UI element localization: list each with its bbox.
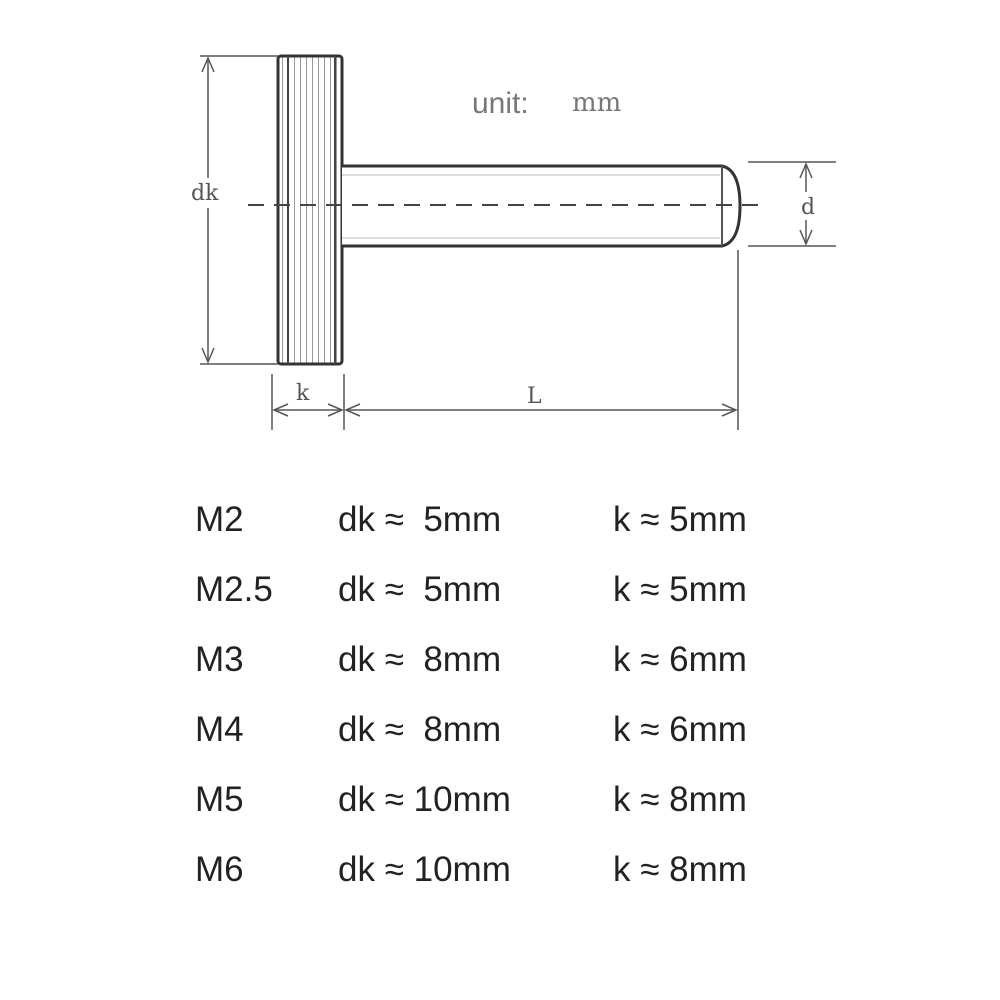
d-dimension: d [748, 161, 836, 247]
spec-k: k ≈ 5mm [613, 500, 747, 539]
spec-size: M5 [195, 780, 244, 819]
spec-size: M6 [195, 850, 244, 889]
spec-dk: dk ≈ 10mm [338, 850, 511, 889]
k-dimension: k [271, 374, 345, 430]
thumb-screw-diagram: unit: mm dk d [188, 54, 836, 430]
spec-k: k ≈ 8mm [613, 850, 747, 889]
spec-row: M6 dk ≈ 10mm k ≈ 8mm [195, 835, 815, 905]
spec-dk: dk ≈ 8mm [338, 710, 502, 749]
spec-k: k ≈ 5mm [613, 570, 747, 609]
spec-table: M2 dk ≈ 5mm k ≈ 5mm M2.5 dk ≈ 5mm k ≈ 5m… [195, 485, 815, 905]
svg-text:k: k [296, 381, 310, 406]
svg-text:d: d [801, 195, 815, 220]
spec-size: M4 [195, 710, 244, 749]
spec-row: M2 dk ≈ 5mm k ≈ 5mm [195, 485, 815, 555]
svg-text:unit:: unit: [472, 87, 529, 120]
spec-size: M2.5 [195, 570, 273, 609]
spec-row: M2.5 dk ≈ 5mm k ≈ 5mm [195, 555, 815, 625]
spec-size: M3 [195, 640, 244, 679]
spec-dk: dk ≈ 5mm [338, 500, 502, 539]
dk-dimension: dk [188, 55, 278, 365]
unit-label: unit: mm [472, 87, 621, 120]
spec-k: k ≈ 8mm [613, 780, 747, 819]
spec-dk: dk ≈ 8mm [338, 640, 502, 679]
svg-text:mm: mm [572, 88, 621, 118]
spec-dk: dk ≈ 10mm [338, 780, 511, 819]
L-dimension: L [344, 250, 739, 430]
spec-k: k ≈ 6mm [613, 710, 747, 749]
svg-text:dk: dk [191, 181, 219, 206]
spec-k: k ≈ 6mm [613, 640, 747, 679]
svg-text:L: L [527, 384, 542, 409]
spec-row: M4 dk ≈ 8mm k ≈ 6mm [195, 695, 815, 765]
spec-size: M2 [195, 500, 244, 539]
screw-head [276, 54, 344, 366]
spec-row: M3 dk ≈ 8mm k ≈ 6mm [195, 625, 815, 695]
spec-row: M5 dk ≈ 10mm k ≈ 8mm [195, 765, 815, 835]
spec-dk: dk ≈ 5mm [338, 570, 502, 609]
